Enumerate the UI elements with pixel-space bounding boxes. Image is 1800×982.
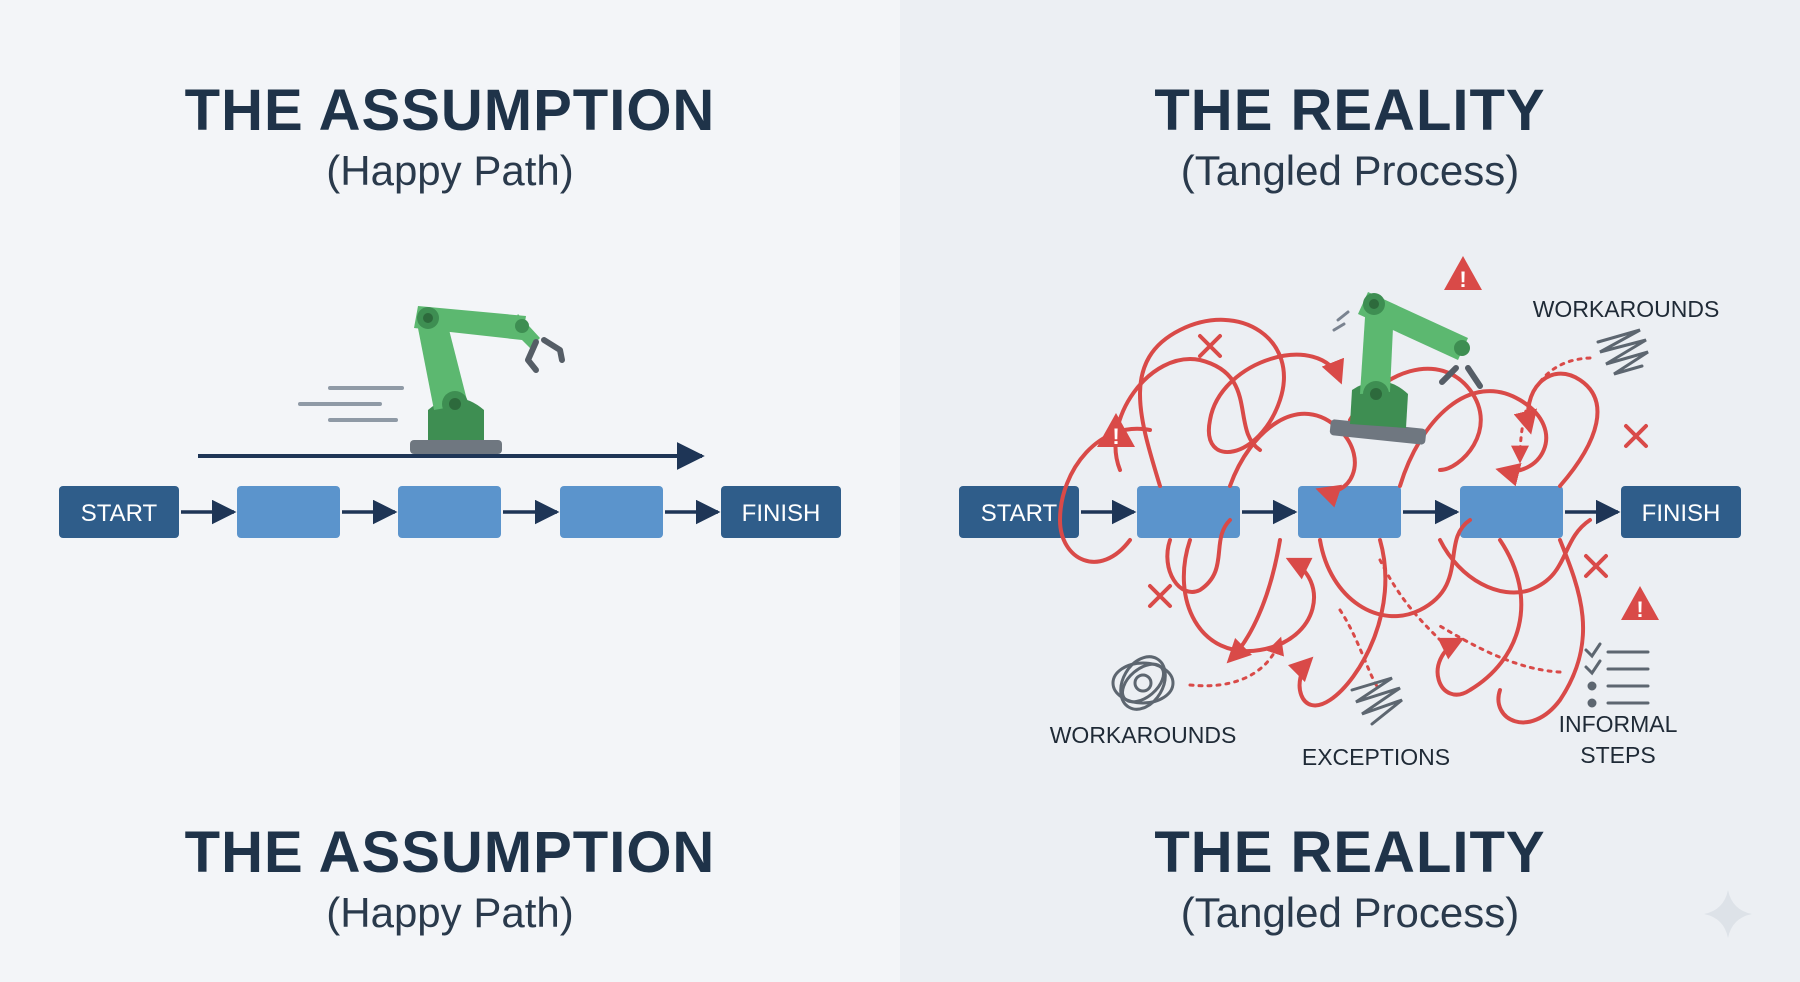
finish-label: FINISH <box>742 500 821 527</box>
assumption-footer-title: THE ASSUMPTION <box>184 820 716 885</box>
assumption-footer-subtitle: (Happy Path) <box>326 889 574 936</box>
x-mark-icons <box>1148 334 1648 608</box>
scribble-icon <box>1596 328 1649 376</box>
step-box <box>398 486 501 538</box>
finish-label: FINISH <box>1642 500 1721 527</box>
tangle-ball-icon <box>1111 655 1175 711</box>
reality-footer-title: THE REALITY <box>1154 820 1546 885</box>
finish-box <box>1621 486 1741 538</box>
robot-arm-icon <box>410 306 565 454</box>
svg-text:!: ! <box>1112 424 1119 449</box>
informal-steps-label-line2: STEPS <box>1580 742 1655 768</box>
reality-heading: THE REALITY (Tangled Process) <box>900 78 1800 198</box>
assumption-heading: THE ASSUMPTION (Happy Path) <box>0 78 900 198</box>
informal-steps-label-line1: INFORMAL <box>1559 711 1678 737</box>
workarounds-top-label: WORKAROUNDS <box>1533 296 1720 322</box>
svg-text:!: ! <box>1459 267 1466 292</box>
workarounds-bottom-label: WORKAROUNDS <box>1050 722 1237 748</box>
reality-footer: THE REALITY (Tangled Process) <box>900 820 1800 940</box>
assumption-subtitle: (Happy Path) <box>326 147 574 194</box>
assumption-title: THE ASSUMPTION <box>184 78 716 143</box>
step-box <box>1460 486 1563 538</box>
reality-footer-subtitle: (Tangled Process) <box>1180 889 1520 936</box>
reality-subtitle: (Tangled Process) <box>1180 147 1520 194</box>
start-box <box>959 486 1079 538</box>
sparkle-icon <box>1704 890 1752 938</box>
step-box <box>560 486 663 538</box>
exceptions-label: EXCEPTIONS <box>1302 744 1450 770</box>
step-box <box>1298 486 1401 538</box>
happy-path-flow: START FINISH <box>59 306 841 538</box>
warning-icon: ! <box>1097 413 1135 449</box>
start-label: START <box>981 500 1058 527</box>
annotation-connectors <box>1188 356 1592 692</box>
reality-title: THE REALITY <box>1154 78 1546 143</box>
tangled-process-flow: START FINISH <box>959 256 1741 770</box>
checklist-icon <box>1584 642 1650 708</box>
warning-icon: ! <box>1621 586 1659 622</box>
finish-box <box>721 486 841 538</box>
warning-icon: ! <box>1444 256 1482 292</box>
scribble-icon <box>1350 676 1403 726</box>
start-box <box>59 486 179 538</box>
step-box <box>237 486 340 538</box>
robot-arm-icon <box>1329 292 1483 445</box>
svg-text:!: ! <box>1636 597 1643 622</box>
start-label: START <box>81 500 158 527</box>
assumption-footer: THE ASSUMPTION (Happy Path) <box>0 820 900 940</box>
step-box <box>1137 486 1240 538</box>
speed-lines-icon <box>298 386 404 422</box>
